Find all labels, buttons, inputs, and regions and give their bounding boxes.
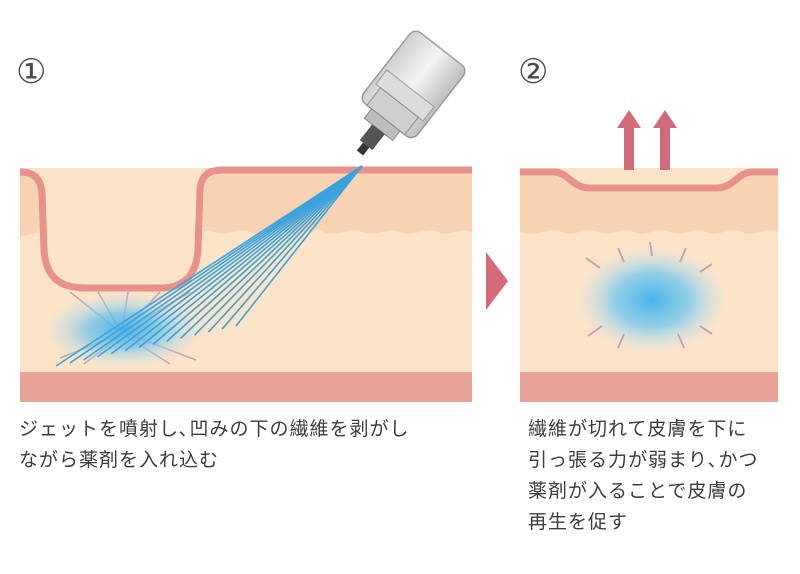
- jet-line: [124, 165, 363, 352]
- drug-cloud-2: [576, 246, 728, 354]
- caption-line: 薬剤が入ることで皮膚の: [528, 480, 748, 502]
- panel-1-skin: [20, 166, 472, 402]
- epidermis-layer: [20, 168, 472, 236]
- jet-line: [138, 165, 363, 349]
- cut-fibers: [585, 241, 713, 349]
- jet-line: [180, 165, 363, 339]
- up-arrow-icon: [617, 110, 641, 170]
- jet-line: [55, 165, 363, 367]
- jet-line: [83, 165, 363, 361]
- jet-line: [97, 165, 363, 358]
- lift-arrows: [617, 110, 677, 170]
- drug-cloud: [44, 292, 204, 368]
- base-layer: [20, 372, 472, 402]
- step-2-number: ②: [518, 52, 549, 92]
- jet-line: [221, 165, 363, 330]
- caption-line: 再生を促す: [528, 511, 629, 533]
- jet-line: [235, 165, 363, 327]
- base-layer-2: [520, 372, 778, 402]
- next-step-arrow-icon: [486, 252, 508, 310]
- step-2-caption: 繊維が切れて皮膚を下に 引っ張る力が弱まり､かつ 薬剤が入ることで皮膚の 再生を…: [528, 414, 759, 538]
- dent-outline: [20, 166, 472, 292]
- caption-line: ながら薬剤を入れ込む: [19, 449, 220, 471]
- jet-spray: [55, 165, 363, 367]
- jet-line: [207, 165, 363, 333]
- jet-line: [69, 165, 363, 364]
- jet-line: [152, 165, 363, 346]
- step-1-number: ①: [16, 52, 47, 92]
- skin-surface-outline: [520, 168, 778, 192]
- up-arrow-icon: [653, 110, 677, 170]
- jet-line: [193, 165, 363, 336]
- step-1-caption: ジェットを噴射し､凹みの下の繊維を剥がし ながら薬剤を入れ込む: [19, 414, 410, 476]
- jet-nozzle-icon: [356, 30, 466, 156]
- jet-line: [110, 165, 363, 355]
- caption-line: 繊維が切れて皮膚を下に: [528, 418, 748, 440]
- caption-line: 引っ張る力が弱まり､かつ: [528, 449, 759, 471]
- epidermis-layer-2: [520, 172, 778, 234]
- jet-line: [166, 165, 363, 342]
- panel-2-skin: [520, 168, 778, 402]
- caption-line: ジェットを噴射し､凹みの下の繊維を剥がし: [19, 418, 410, 440]
